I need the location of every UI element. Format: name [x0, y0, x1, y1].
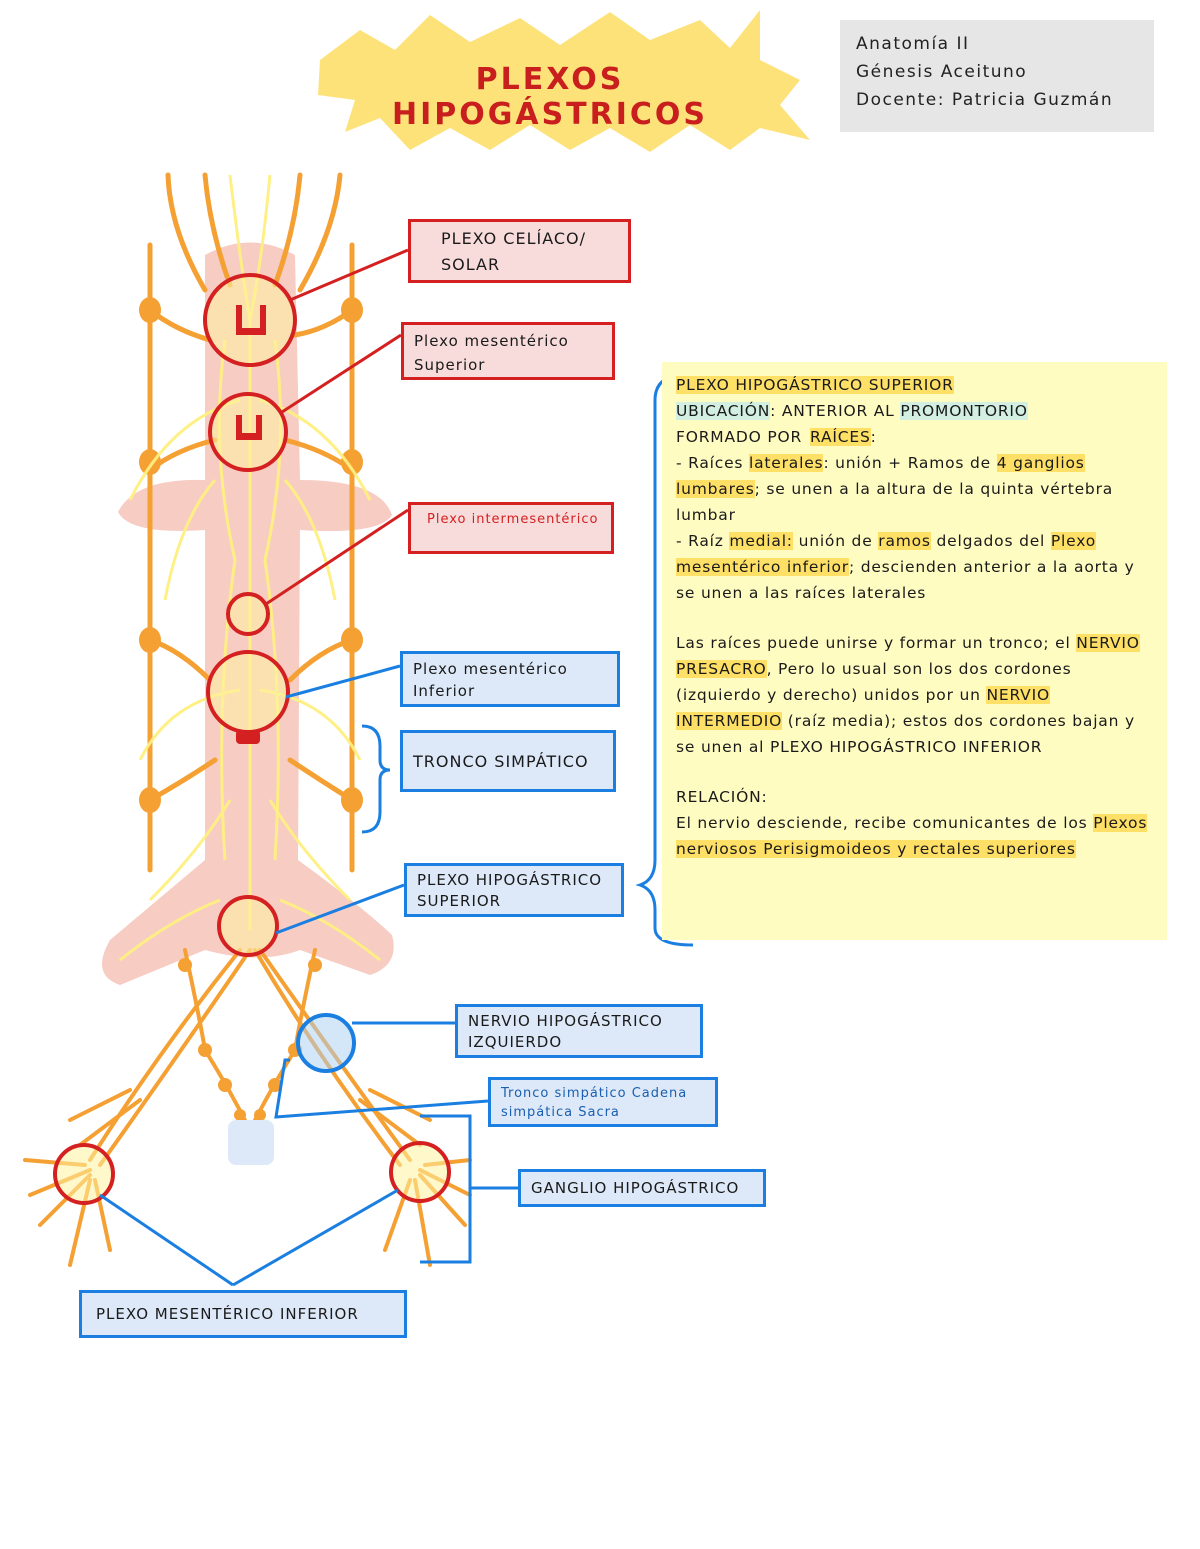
lat-text-c: ; se unen a la altura de la quinta vérte…	[676, 480, 1114, 524]
note-raices-laterales: - Raíces laterales: unión + Ramos de 4 g…	[676, 450, 1155, 528]
pointer-lines-blue	[99, 371, 694, 1287]
ubicacion-label: UBICACIÓN	[676, 402, 771, 420]
ubicacion-text: : ANTERIOR AL	[770, 402, 901, 420]
notes-panel: PLEXO HIPOGÁSTRICO SUPERIOR UBICACIÓN: A…	[662, 362, 1167, 940]
label-plexo-mesenterico-superior: Plexo mesentérico Superior	[401, 322, 615, 380]
teacher-name: Docente: Patricia Guzmán	[856, 90, 1114, 110]
info-box: Anatomía II Génesis Aceituno Docente: Pa…	[840, 20, 1154, 132]
coccygeal-ganglion	[228, 1120, 274, 1165]
note-relacion: El nervio desciende, recibe comunicantes…	[676, 810, 1155, 862]
p2-text-c: (raíz media); estos dos cordones bajan y…	[676, 712, 1135, 756]
label-tronco-simpatico: TRONCO SIMPÁTICO	[400, 730, 616, 792]
label-nervio-hipogastrico-izquierdo: NERVIO HIPOGÁSTRICO IZQUIERDO	[455, 1004, 703, 1058]
note-heading-text: PLEXO HIPOGÁSTRICO SUPERIOR	[676, 376, 954, 394]
artery-stumps	[236, 305, 266, 744]
plexus-rings	[53, 273, 451, 1205]
label-plexo-intermesenterico: Plexo intermesentérico	[408, 502, 614, 554]
ubicacion-highlight: PROMONTORIO	[900, 402, 1028, 420]
note-formado: FORMADO POR RAÍCES:	[676, 424, 1155, 450]
label-cadena-simpatica-sacra: Tronco simpático Cadena simpática Sacra	[488, 1077, 718, 1127]
med-text-a: - Raíz	[676, 532, 730, 550]
label-plexo-celiaco: PLEXO CELÍACO/ SOLAR	[408, 219, 631, 283]
med-text-d: ; descienden anterior a la aorta y se un…	[676, 558, 1135, 602]
note-paragraph-2: Las raíces puede unirse y formar un tron…	[676, 630, 1155, 760]
p2-text-b: , Pero lo usual son los dos cordones (iz…	[676, 660, 1072, 704]
formado-colon: :	[870, 428, 877, 446]
lat-highlight-1: laterales	[749, 454, 824, 472]
label-ganglio-hipogastrico: GANGLIO HIPOGÁSTRICO	[518, 1169, 766, 1207]
student-name: Génesis Aceituno	[856, 62, 1028, 82]
pointer-lines-red	[265, 248, 409, 606]
label-plexo-hipogastrico-superior: PLEXO HIPOGÁSTRICO SUPERIOR	[404, 863, 624, 917]
note-raiz-medial: - Raíz medial: unión de ramos delgados d…	[676, 528, 1155, 606]
note-ubicacion: UBICACIÓN: ANTERIOR AL PROMONTORIO	[676, 398, 1155, 424]
lat-text-a: - Raíces	[676, 454, 750, 472]
p2-text-a: Las raíces puede unirse y formar un tron…	[676, 634, 1077, 652]
med-text-c: delgados del	[930, 532, 1051, 550]
med-highlight-1: medial:	[729, 532, 793, 550]
formado-text: FORMADO POR	[676, 428, 803, 446]
nerve-highlight-ring	[296, 1013, 356, 1073]
page-title: PLEXOS HIPOGÁSTRICOS	[391, 62, 709, 132]
note-heading: PLEXO HIPOGÁSTRICO SUPERIOR	[676, 372, 1155, 398]
label-plexo-mesenterico-inferior-bottom: PLEXO MESENTÉRICO INFERIOR	[79, 1290, 407, 1338]
lat-text-b: : unión + Ramos de	[823, 454, 997, 472]
note-relacion-heading: RELACIÓN:	[676, 788, 768, 806]
course-name: Anatomía II	[856, 34, 970, 54]
title-blob	[318, 10, 810, 152]
label-plexo-mesenterico-inferior: Plexo mesentérico Inferior	[400, 651, 620, 707]
rel-text: El nervio desciende, recibe comunicantes…	[676, 814, 1094, 832]
trunk-ganglia	[139, 297, 363, 813]
med-highlight-2: ramos	[878, 532, 931, 550]
formado-highlight: RAÍCES	[810, 428, 871, 446]
pelvic-ganglia	[178, 958, 322, 1121]
med-text-b: unión de	[792, 532, 879, 550]
